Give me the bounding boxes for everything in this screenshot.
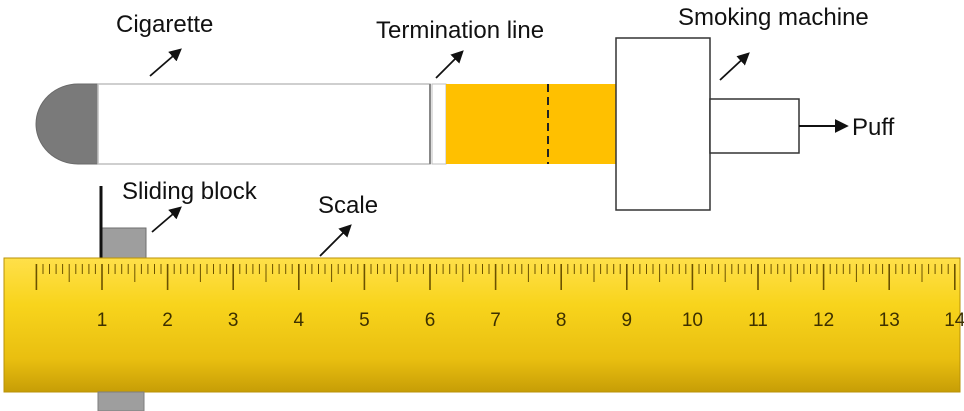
ruler-number-label: 11 — [748, 310, 768, 331]
cigarette-label: Cigarette — [116, 11, 213, 38]
puff-label: Puff — [852, 114, 895, 141]
ruler-number-label: 14 — [944, 310, 964, 331]
ruler-number-label: 12 — [813, 310, 834, 331]
ruler-number-label: 1 — [97, 310, 108, 331]
ruler-number-label: 10 — [682, 310, 703, 331]
ruler-body — [3, 257, 961, 393]
cigarette — [35, 83, 616, 165]
ruler-number-label: 4 — [294, 310, 305, 331]
cigarette-ash — [35, 83, 99, 165]
cigarette-filter — [446, 84, 616, 164]
smoking-machine-label: Smoking machine — [678, 4, 869, 31]
ruler-number-label: 5 — [359, 310, 370, 331]
cigarette-gap — [431, 83, 447, 165]
ruler-number-label: 13 — [879, 310, 900, 331]
ruler-number-label: 7 — [490, 310, 501, 331]
smoking-machine-body — [615, 37, 711, 211]
sliding-block — [99, 227, 147, 263]
sliding-block-pointer-arrow — [151, 206, 182, 233]
ruler-number-label: 9 — [622, 310, 633, 331]
ruler-number-label: 3 — [228, 310, 239, 331]
ruler-number-label: 8 — [556, 310, 567, 331]
sliding-block-label: Sliding block — [122, 178, 258, 205]
smoking-machine-outlet — [709, 98, 800, 154]
sliding-block-bottom — [97, 391, 145, 411]
ruler-ticks — [35, 264, 956, 290]
termination-pointer-arrow — [435, 50, 464, 79]
scale-label: Scale — [318, 192, 378, 219]
scale-pointer-arrow — [319, 224, 352, 257]
smoking-machine — [615, 37, 849, 211]
smoking-machine-pointer-arrow — [719, 52, 750, 81]
cigarette-paper — [97, 83, 431, 165]
ruler-number-label: 6 — [425, 310, 436, 331]
ruler-number-label: 2 — [162, 310, 173, 331]
cigarette-pointer-arrow — [149, 48, 182, 77]
termination-line-label: Termination line — [376, 17, 544, 44]
